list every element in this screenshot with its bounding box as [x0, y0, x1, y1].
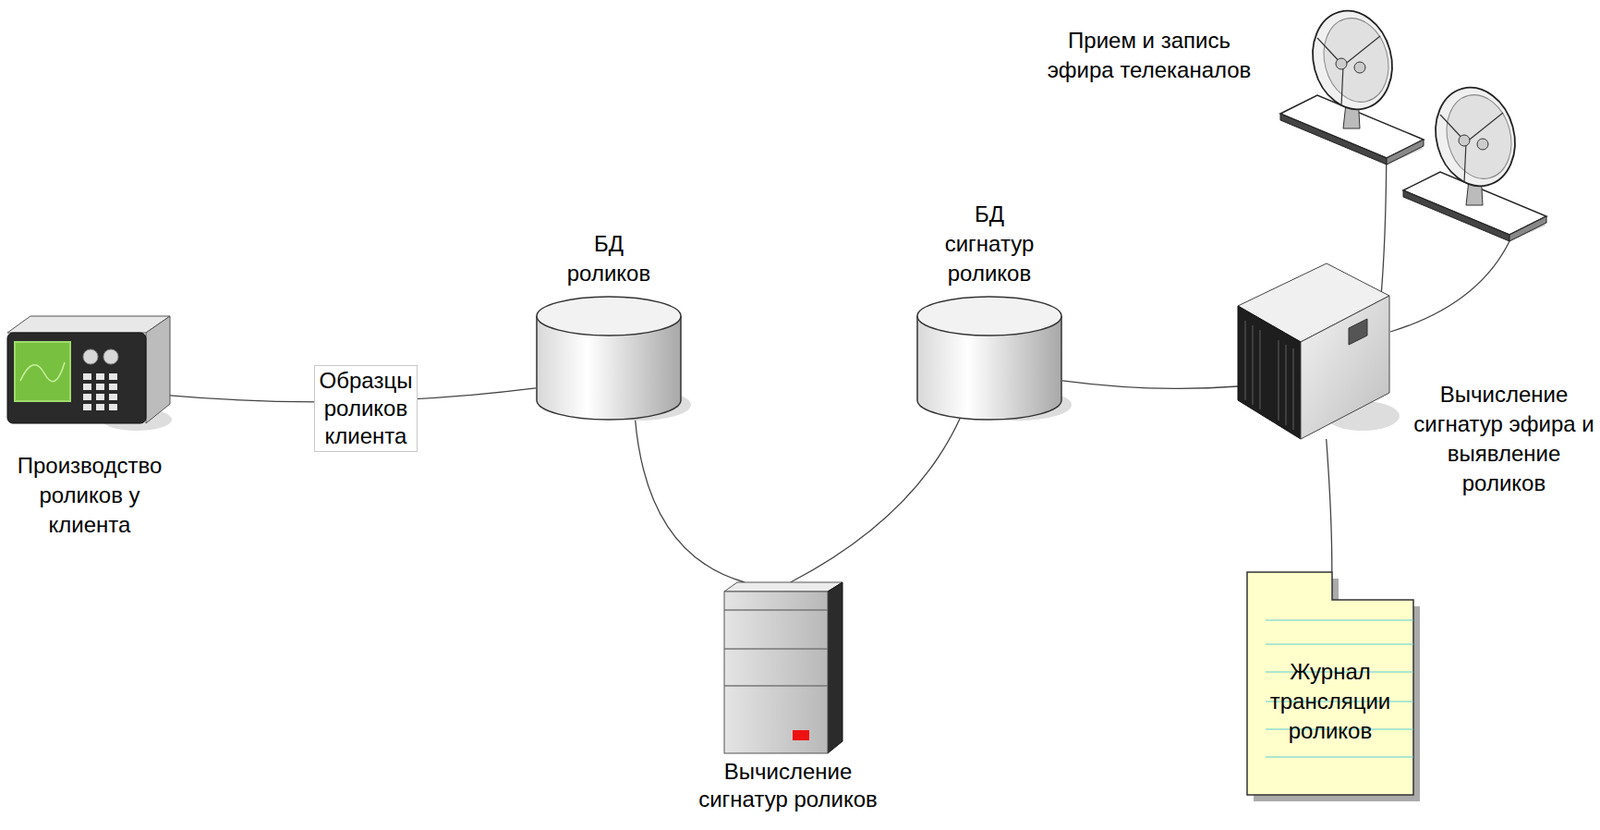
database-cylinder-shape [916, 295, 1063, 421]
database-cylinder: БД роликов [535, 295, 682, 421]
connector [634, 417, 745, 582]
server-tower-shape [724, 581, 852, 753]
server-cube-shape [1237, 263, 1391, 439]
connector [790, 417, 961, 582]
connector-label: Образцы роликов клиента [314, 364, 418, 452]
node-label: Производство роликов у клиента [3, 450, 176, 540]
node-label: БД роликов [557, 229, 660, 289]
node-label: Вычисление сигнатур эфира и выявление ро… [1413, 379, 1595, 498]
database-cylinder: БД сигнатур роликов [916, 295, 1063, 421]
connector [1381, 164, 1387, 295]
database-cylinder-shape [535, 295, 682, 421]
node-label: Прием и запись эфира телеканалов [1038, 25, 1261, 85]
server-tower: Вычисление сигнатур роликов [724, 581, 852, 753]
connector [1326, 438, 1333, 572]
log-document: Журнал трансляции роликов [1247, 571, 1414, 795]
node-label: Вычисление сигнатур роликов [681, 757, 895, 813]
node-label: БД сигнатур роликов [929, 199, 1050, 289]
satellite-dish: Прием и запись эфира телеканалов [1280, 10, 1424, 165]
satellite-dish [1403, 78, 1547, 242]
device-node: Производство роликов у клиента [7, 315, 170, 424]
node-label: Журнал трансляции роликов [1256, 656, 1405, 746]
connector [1062, 380, 1238, 389]
server-cube: Вычисление сигнатур эфира и выявление ро… [1237, 263, 1391, 439]
device-node-shape [7, 315, 170, 424]
dish-cable [1390, 241, 1510, 332]
satellite-dish-shape [1280, 10, 1424, 165]
